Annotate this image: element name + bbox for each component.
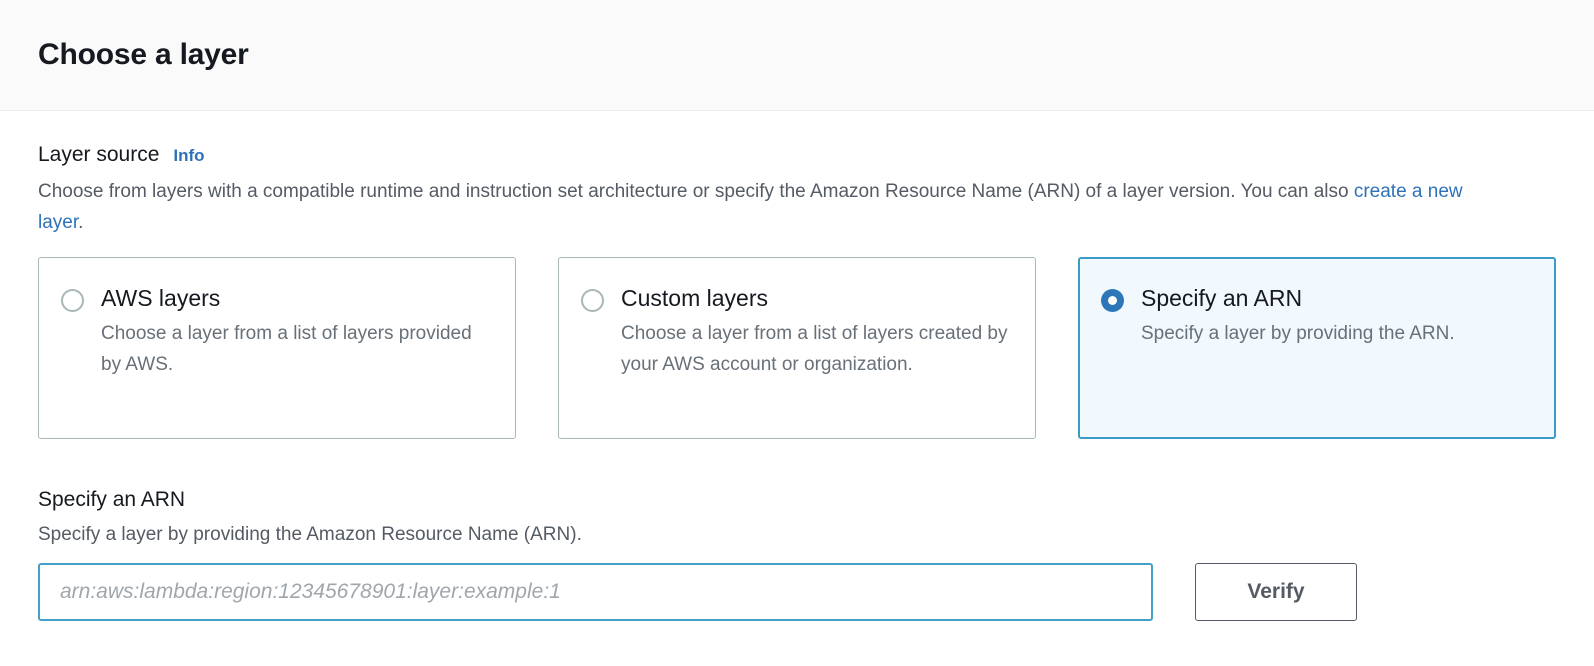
arn-input[interactable] <box>38 563 1153 621</box>
radio-card-specify-arn[interactable]: Specify an ARN Specify a layer by provid… <box>1078 257 1556 439</box>
radio-card-custom-layers-text: Custom layers Choose a layer from a list… <box>621 284 1013 380</box>
info-link[interactable]: Info <box>173 146 205 165</box>
layer-source-label: Layer source <box>38 143 160 166</box>
arn-input-row: Verify <box>38 563 1556 621</box>
arn-section: Specify an ARN Specify a layer by provid… <box>38 488 1556 621</box>
layer-source-description: Choose from layers with a compatible run… <box>38 176 1478 238</box>
arn-section-heading: Specify an ARN <box>38 488 186 511</box>
radio-card-description: Choose a layer from a list of layers cre… <box>621 323 1008 375</box>
layer-source-description-text-2: . <box>78 212 84 233</box>
radio-unselected-icon[interactable] <box>61 289 84 312</box>
radio-card-title: AWS layers <box>101 285 221 311</box>
layer-source-options: AWS layers Choose a layer from a list of… <box>38 257 1556 439</box>
radio-unselected-icon[interactable] <box>581 289 604 312</box>
layer-source-description-text-1: Choose from layers with a compatible run… <box>38 181 1354 202</box>
radio-card-aws-layers[interactable]: AWS layers Choose a layer from a list of… <box>38 257 516 439</box>
verify-button[interactable]: Verify <box>1195 563 1357 621</box>
create-new-layer-link[interactable]: create a new layer <box>38 181 1463 233</box>
radio-card-description: Choose a layer from a list of layers pro… <box>101 323 472 375</box>
radio-card-custom-layers[interactable]: Custom layers Choose a layer from a list… <box>558 257 1036 439</box>
layer-source-label-row: Layer source Info <box>38 143 1556 167</box>
modal-body: Layer source Info Choose from layers wit… <box>0 111 1594 621</box>
arn-section-subtext: Specify a layer by providing the Amazon … <box>38 524 582 545</box>
modal-header: Choose a layer <box>0 0 1594 111</box>
radio-card-specify-arn-text: Specify an ARN Specify a layer by provid… <box>1141 284 1533 349</box>
radio-card-title: Specify an ARN <box>1141 285 1303 311</box>
radio-card-title: Custom layers <box>621 285 768 311</box>
radio-card-aws-layers-text: AWS layers Choose a layer from a list of… <box>101 284 493 380</box>
radio-selected-icon[interactable] <box>1101 289 1124 312</box>
page-title: Choose a layer <box>38 38 249 71</box>
radio-card-description: Specify a layer by providing the ARN. <box>1141 323 1455 344</box>
